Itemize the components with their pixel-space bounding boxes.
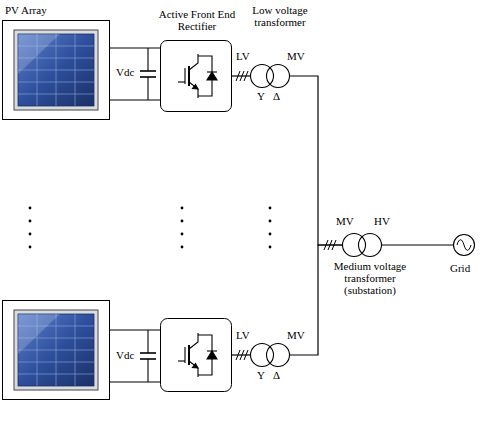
- connector-wire: [290, 76, 342, 245]
- ac-wire: [232, 354, 250, 355]
- igbt-symbol: [178, 333, 217, 377]
- winding-label: Y: [257, 369, 265, 381]
- igbt-symbol: [178, 54, 217, 377]
- winding-label: LV: [236, 50, 250, 62]
- connector-wire: [382, 244, 453, 245]
- connector-wire: [110, 47, 160, 48]
- ellipsis-dots: [269, 233, 272, 236]
- dc-bus-wire: [110, 381, 160, 382]
- ellipsis-dots: [29, 207, 32, 210]
- capacitor-symbol: [140, 48, 156, 382]
- three-phase-mark: [236, 350, 248, 360]
- transformer-coils: [250, 343, 290, 367]
- node-label: Active Front End Rectifier: [152, 8, 242, 32]
- ellipsis-dots: [29, 246, 32, 249]
- coil-circle: [454, 235, 475, 256]
- rectifier-box: [161, 319, 232, 392]
- voltage-label: Vdc: [116, 349, 134, 361]
- transformer-coils: [342, 233, 382, 257]
- ellipsis-dots: [181, 207, 184, 210]
- ellipsis-dots: [269, 246, 272, 249]
- ellipsis-dots: [29, 207, 272, 249]
- node-label: LV: [236, 329, 250, 341]
- sine-symbol: [457, 240, 471, 251]
- winding-label: Δ: [273, 369, 280, 381]
- ellipsis-dots: [269, 207, 272, 210]
- capacitor-symbol: [140, 48, 156, 100]
- dc-bus-wire: [110, 99, 160, 100]
- capacitor-symbol: [140, 330, 156, 382]
- coil-circle: [359, 234, 382, 257]
- solar-panel: [14, 30, 98, 110]
- coil-circle: [267, 344, 290, 367]
- transformer-coils: [250, 64, 290, 88]
- ellipsis-dots: [269, 220, 272, 223]
- ellipsis-dots: [181, 220, 184, 223]
- node-label: PV Array: [5, 4, 47, 16]
- dc-bus-wire: [110, 100, 160, 382]
- transformer-symbol: MVHVMedium voltage transformer (substati…: [342, 233, 382, 257]
- winding-label: Medium voltage transformer (substation): [324, 260, 416, 296]
- igbt-symbol: [178, 54, 217, 98]
- ellipsis-dots: [29, 233, 32, 236]
- solar-panel: [14, 30, 98, 390]
- ellipsis-dots: [181, 246, 184, 249]
- winding-label: Δ: [273, 90, 280, 102]
- dc-bus-wire: [110, 329, 160, 330]
- winding-label: HV: [374, 215, 390, 227]
- grid-source: Grid: [453, 234, 475, 256]
- source-circle: [453, 234, 475, 256]
- coil-circle: [267, 65, 290, 88]
- solar-panel: [14, 310, 98, 390]
- rectifier-box: Active Front End Rectifier: [160, 40, 232, 112]
- three-phase-mark: [236, 71, 336, 360]
- winding-label: Y: [257, 90, 265, 102]
- pv-array-box: [3, 301, 110, 400]
- node-label: Grid: [450, 262, 470, 274]
- transformer-symbol: LVMVYΔ: [250, 343, 290, 367]
- voltage-label: Vdc: [116, 66, 134, 78]
- winding-label: MV: [287, 329, 305, 341]
- ellipsis-dots: [29, 220, 32, 223]
- node-label: Low voltage transformer: [240, 4, 320, 28]
- connector-wire: [232, 75, 250, 76]
- transformer-symbol: Low voltage transformerLVMVYΔ: [250, 64, 290, 88]
- ellipsis-dots: [181, 233, 184, 236]
- winding-label: MV: [287, 50, 305, 62]
- node-label: MV: [336, 215, 354, 227]
- pv-array-box: PV Array: [2, 20, 110, 120]
